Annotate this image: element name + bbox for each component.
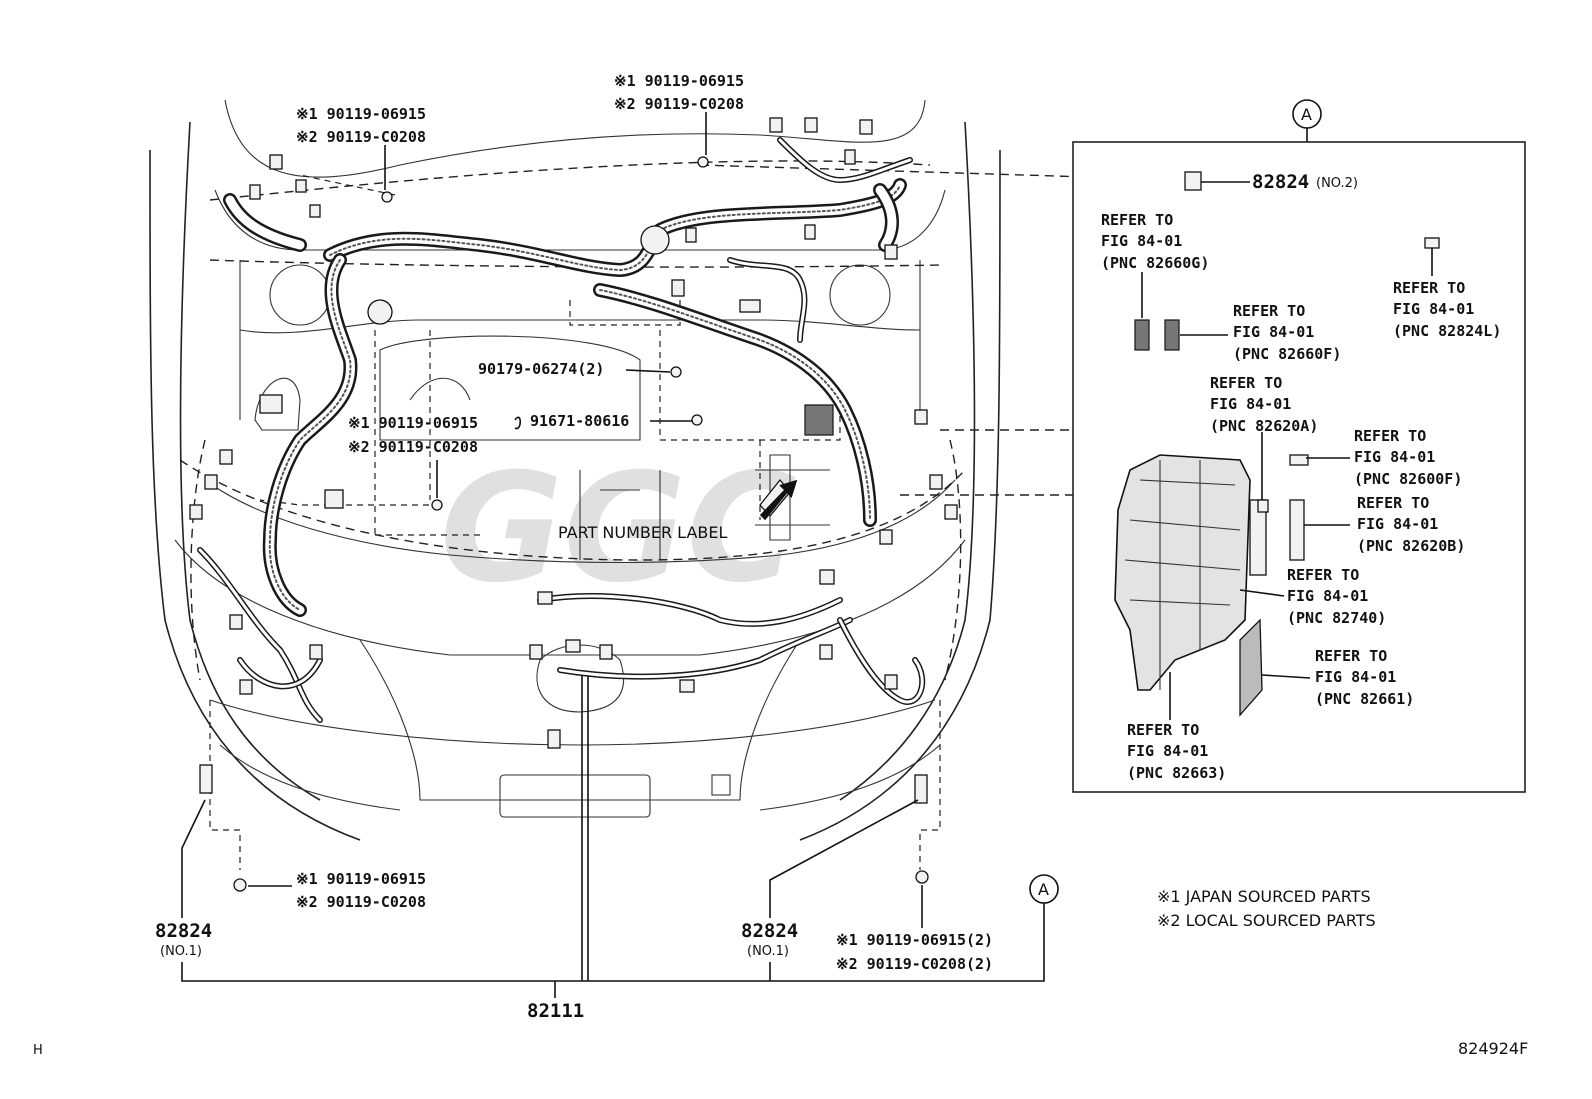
bracket-sub-number: (NO.1) — [160, 944, 202, 959]
notes: ※1 JAPAN SOURCED PARTS ※2 LOCAL SOURCED … — [1157, 887, 1376, 930]
ref-line-2: FIG 84-01 — [1315, 668, 1396, 686]
clip-part-number: 90179-06274(2) — [478, 360, 604, 378]
ref-line-3: (PNC 82660G) — [1101, 254, 1209, 272]
footer-figure-id: 824924F — [1458, 1039, 1528, 1058]
ref-line-1: REFER TO — [1357, 494, 1429, 512]
callout-circle-a — [1029, 874, 1059, 904]
ref-line-1: REFER TO — [1101, 211, 1173, 229]
callout-bracket-left: 82824 (NO.1) — [155, 799, 212, 959]
part-number-label-text: PART NUMBER LABEL — [558, 523, 727, 542]
ref-line-3: (PNC 82600F) — [1354, 470, 1462, 488]
note-local-sourced: ※2 LOCAL SOURCED PARTS — [1157, 911, 1376, 930]
bolt-line-2: ※2 90119-C0208 — [296, 128, 426, 146]
bolt-line-2: ※2 90119-C0208 — [614, 95, 744, 113]
ref-line-1: REFER TO — [1233, 302, 1305, 320]
callout-bolt-mid-left: ※1 90119-06915 ※2 90119-C0208 — [348, 414, 522, 498]
callout-bolt-top-center: ※1 90119-06915 ※2 90119-C0208 — [614, 72, 744, 155]
bolt-line-1: ※1 90119-06915 — [348, 414, 478, 432]
ref-82663: REFER TO FIG 84-01 (PNC 82663) — [1127, 721, 1226, 782]
ref-82600F: REFER TO FIG 84-01 (PNC 82600F) — [1354, 427, 1462, 488]
ref-line-3: (PNC 82740) — [1287, 609, 1386, 627]
harness-part-number: 82111 — [527, 1000, 584, 1022]
bolt-line-1: ※1 90119-06915 — [614, 72, 744, 90]
callout-part-number-label: PART NUMBER LABEL — [558, 479, 798, 542]
ref-82740: REFER TO FIG 84-01 (PNC 82740) — [1287, 566, 1386, 627]
ref-82824L: REFER TO FIG 84-01 (PNC 82824L) — [1393, 279, 1501, 340]
ref-line-3: (PNC 82661) — [1315, 690, 1414, 708]
watermark-logo: GGC — [440, 442, 796, 616]
ref-line-1: REFER TO — [1393, 279, 1465, 297]
ref-line-2: FIG 84-01 — [1101, 232, 1182, 250]
bolt-line-2: ※2 90119-C0208 — [296, 893, 426, 911]
ref-line-1: REFER TO — [1315, 647, 1387, 665]
bolt-line-2: ※2 90119-C0208(2) — [836, 955, 993, 973]
callout-bolt-top-left: ※1 90119-06915 ※2 90119-C0208 — [296, 105, 426, 190]
callout-bolt-bottom-right: ※1 90119-06915(2) ※2 90119-C0208(2) — [836, 885, 993, 973]
bracket-no2-part-number: 82824 — [1252, 171, 1309, 193]
footer-left-code: H — [33, 1043, 43, 1058]
ref-82661: REFER TO FIG 84-01 (PNC 82661) — [1315, 647, 1414, 708]
note-japan-sourced: ※1 JAPAN SOURCED PARTS — [1157, 887, 1371, 906]
ref-82660G: REFER TO FIG 84-01 (PNC 82660G) — [1101, 211, 1209, 272]
ref-line-2: FIG 84-01 — [1354, 448, 1435, 466]
ref-82620A: REFER TO FIG 84-01 (PNC 82620A) — [1210, 374, 1318, 435]
ref-line-3: (PNC 82620B) — [1357, 537, 1465, 555]
callout-bolt-bottom-left: ※1 90119-06915 ※2 90119-C0208 — [248, 870, 426, 911]
inset-detail-a: A 82824 (NO.2) REFER TO FIG 84-01 (PNC 8 — [1072, 99, 1526, 793]
ref-line-1: REFER TO — [1354, 427, 1426, 445]
ref-line-1: REFER TO — [1127, 721, 1199, 739]
ref-line-3: (PNC 82663) — [1127, 764, 1226, 782]
ref-line-3: (PNC 82620A) — [1210, 417, 1318, 435]
ref-line-2: FIG 84-01 — [1233, 323, 1314, 341]
bolt-part-number: 91671-80616 — [530, 412, 629, 430]
ref-line-1: REFER TO — [1210, 374, 1282, 392]
bracket-no2-sub: (NO.2) — [1316, 176, 1358, 191]
ref-line-2: FIG 84-01 — [1393, 300, 1474, 318]
callout-clip-90179: 90179-06274(2) — [478, 360, 671, 378]
ref-82660F: REFER TO FIG 84-01 (PNC 82660F) — [1233, 302, 1341, 363]
ref-line-3: (PNC 82824L) — [1393, 322, 1501, 340]
callout-bracket-right: 82824 (NO.1) — [741, 799, 919, 959]
arrow-icon — [759, 479, 798, 521]
ref-line-3: (PNC 82660F) — [1233, 345, 1341, 363]
callout-harness: 82111 A — [181, 676, 1059, 1022]
inset-marker-text: A — [1301, 105, 1312, 124]
bracket-part-number: 82824 — [155, 920, 212, 942]
ref-line-2: FIG 84-01 — [1210, 395, 1291, 413]
bolt-line-1: ※1 90119-06915 — [296, 870, 426, 888]
callout-bolt-91671: 91671-80616 — [530, 412, 692, 430]
bolt-line-2: ※2 90119-C0208 — [348, 438, 478, 456]
ref-line-2: FIG 84-01 — [1127, 742, 1208, 760]
fasteners — [233, 156, 929, 892]
callout-marker-text: A — [1038, 880, 1049, 899]
main-harness-82111 — [197, 137, 926, 723]
ref-line-2: FIG 84-01 — [1357, 515, 1438, 533]
bracket-part-number: 82824 — [741, 920, 798, 942]
ref-line-1: REFER TO — [1287, 566, 1359, 584]
bolt-line-1: ※1 90119-06915(2) — [836, 931, 993, 949]
ref-line-2: FIG 84-01 — [1287, 587, 1368, 605]
connectors — [189, 117, 958, 804]
bolt-line-1: ※1 90119-06915 — [296, 105, 426, 123]
bracket-sub-number: (NO.1) — [747, 944, 789, 959]
reference-dashed-lines — [179, 160, 1186, 870]
ref-82620B: REFER TO FIG 84-01 (PNC 82620B) — [1357, 494, 1465, 555]
relay-block-icon — [1114, 454, 1251, 691]
